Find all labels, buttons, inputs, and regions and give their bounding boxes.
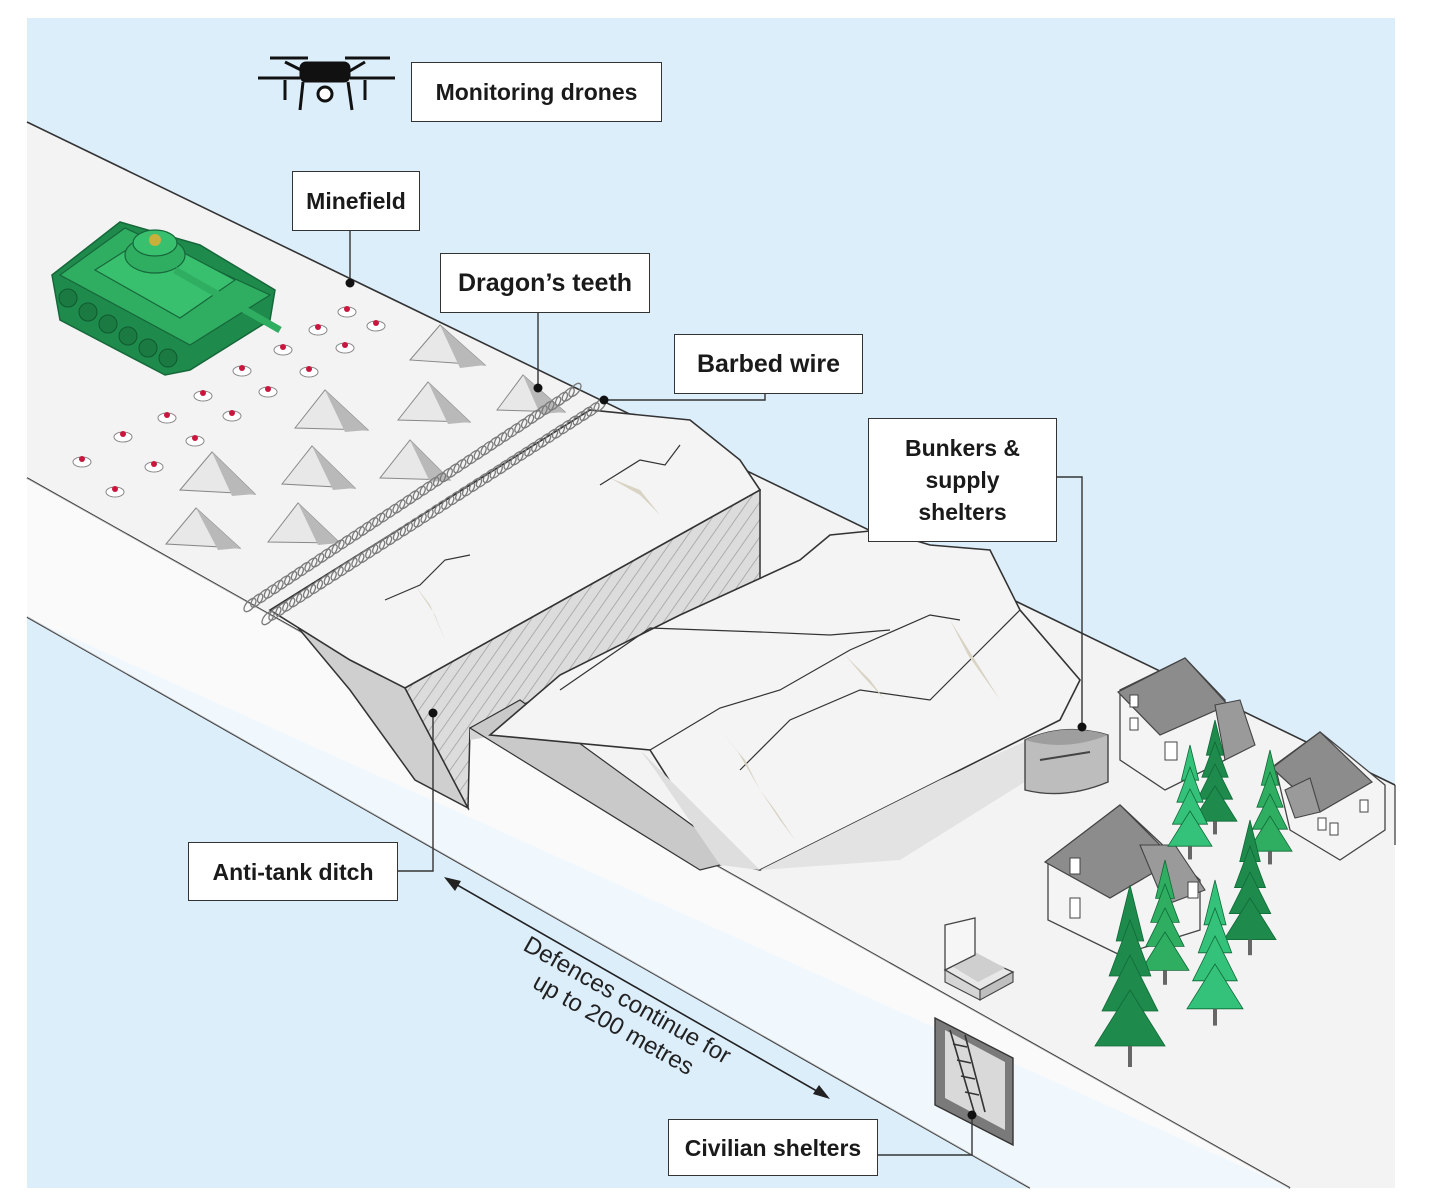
- mine: [193, 390, 213, 402]
- pyramid: [378, 439, 452, 482]
- mine: [308, 324, 328, 336]
- mine: [335, 342, 355, 354]
- mine: [157, 412, 177, 424]
- drone-icon: [258, 56, 395, 111]
- mine: [337, 306, 357, 318]
- mine: [185, 435, 205, 447]
- mine: [299, 366, 319, 378]
- pyramid: [408, 324, 487, 368]
- callout-dots: [345, 278, 1087, 1120]
- label-anti-tank-ditch-text: Anti-tank ditch: [212, 858, 374, 885]
- pyramid: [266, 502, 342, 545]
- distance-arrow: [444, 877, 830, 1099]
- mine: [144, 461, 164, 473]
- label-monitoring-drones: Monitoring drones: [411, 62, 662, 122]
- label-bunkers-line1: Bunkers &: [904, 435, 1021, 461]
- pine-tree: [1247, 749, 1293, 865]
- pine-tree: [1186, 879, 1244, 1026]
- pine-tree: [1094, 884, 1166, 1067]
- mine: [105, 486, 125, 498]
- pyramid: [178, 451, 257, 496]
- mine: [232, 365, 252, 377]
- label-barbed-wire-text: Barbed wire: [696, 350, 841, 378]
- hatch-shelter: [943, 917, 1015, 1001]
- house: [1271, 731, 1386, 861]
- label-minefield-text: Minefield: [306, 188, 406, 214]
- pyramid: [281, 445, 357, 490]
- label-bunkers-line3: shelters: [918, 499, 1007, 525]
- pine-tree: [1223, 819, 1277, 956]
- tank: [51, 221, 282, 376]
- barbed-wire: [243, 382, 607, 626]
- pyramid: [293, 389, 370, 432]
- wire-coil: [568, 382, 582, 398]
- label-dragons-teeth: Dragon’s teeth: [440, 253, 650, 313]
- house: [1116, 657, 1256, 791]
- label-barbed-wire: Barbed wire: [674, 334, 863, 394]
- mine: [273, 344, 293, 356]
- mine: [72, 456, 92, 468]
- label-civilian-shelters: Civilian shelters: [668, 1119, 878, 1176]
- dragons-teeth: [164, 324, 567, 550]
- mine: [258, 386, 278, 398]
- callout-lines: [349, 231, 1083, 1156]
- pyramid: [164, 507, 242, 550]
- pine-tree: [1192, 719, 1238, 835]
- label-bunkers-line2: supply: [925, 467, 1000, 493]
- pyramid: [396, 381, 472, 424]
- near-embankment: [268, 409, 762, 689]
- pine-tree: [1167, 744, 1213, 860]
- label-monitoring-drones-text: Monitoring drones: [435, 79, 638, 105]
- pine-trees: [1094, 719, 1293, 1067]
- label-dragons-teeth-text: Dragon’s teeth: [457, 269, 633, 297]
- mine: [113, 431, 133, 443]
- shelter-entrance: [934, 1016, 1014, 1147]
- mine: [222, 410, 242, 422]
- label-anti-tank-ditch: Anti-tank ditch: [188, 842, 398, 901]
- label-civilian-shelters-text: Civilian shelters: [684, 1134, 862, 1161]
- mine: [366, 320, 386, 332]
- earth-mound: [488, 529, 1081, 871]
- label-bunkers: Bunkers & supply shelters: [868, 418, 1057, 542]
- bunker-shape: [1024, 728, 1109, 795]
- minefield-mines: [72, 306, 386, 498]
- pine-tree: [1140, 859, 1190, 985]
- label-minefield: Minefield: [292, 171, 420, 231]
